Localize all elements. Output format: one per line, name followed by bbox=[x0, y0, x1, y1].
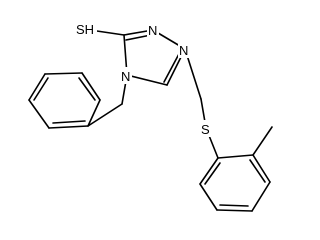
sulfur-label: S bbox=[201, 122, 210, 137]
atom-thioether: S bbox=[200, 120, 211, 137]
double-bond-line bbox=[33, 77, 49, 101]
bond bbox=[81, 72, 101, 101]
bond bbox=[199, 183, 218, 211]
bond bbox=[48, 125, 89, 129]
methyl-bond bbox=[252, 126, 273, 156]
double-bond-line bbox=[163, 51, 181, 83]
nitrogen-label: N bbox=[148, 23, 157, 38]
bond bbox=[199, 157, 219, 185]
bond bbox=[44, 72, 83, 75]
atom-n-ring: N bbox=[120, 67, 132, 84]
atom-n-top: N bbox=[147, 21, 159, 38]
benzene-ring bbox=[28, 72, 101, 129]
bond bbox=[216, 209, 253, 212]
chemical-structure: SH N N N S bbox=[28, 21, 273, 212]
double-bond-line bbox=[78, 77, 96, 101]
nitrogen-label: N bbox=[121, 69, 130, 84]
ch2-phenyl-bond bbox=[87, 103, 123, 127]
atom-thiol: SH bbox=[75, 21, 97, 38]
atom-n-right: N bbox=[178, 41, 190, 58]
bond bbox=[28, 99, 50, 129]
double-bond-line bbox=[204, 162, 221, 185]
double-bond-line bbox=[125, 34, 152, 41]
double-bond-line bbox=[219, 204, 249, 207]
thiol-label: SH bbox=[76, 22, 94, 37]
bond bbox=[87, 99, 101, 127]
tolyl-ring bbox=[199, 154, 271, 212]
bond bbox=[251, 181, 271, 212]
nitrogen-label: N bbox=[179, 43, 188, 58]
bond bbox=[28, 73, 46, 101]
triazole-ring bbox=[123, 29, 186, 86]
bond bbox=[217, 154, 254, 159]
bond bbox=[252, 154, 271, 183]
bond bbox=[126, 74, 168, 86]
double-bond-line bbox=[249, 159, 266, 183]
double-bond-line bbox=[52, 120, 86, 124]
